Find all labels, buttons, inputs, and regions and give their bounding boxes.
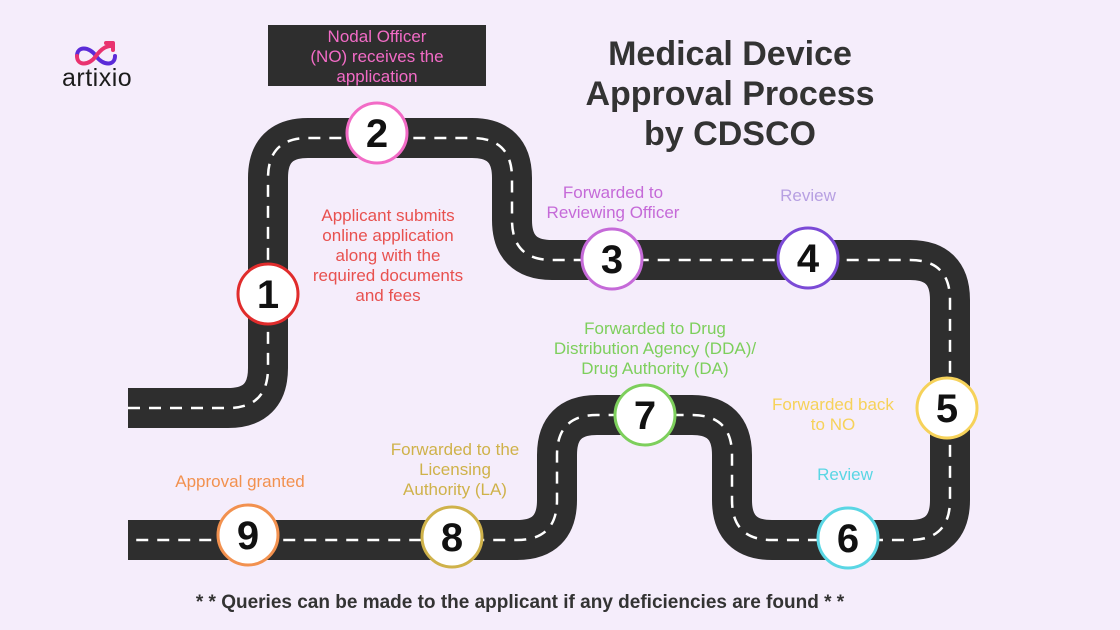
step-1-label-line-1: Applicant submits [321,206,455,225]
step-3-label: Forwarded to Reviewing Officer [528,183,698,223]
step-4-marker: 4 [776,226,840,290]
page-title: Medical Device Approval Process by CDSCO [560,34,900,154]
step-3-label-line-2: Reviewing Officer [546,203,680,222]
step-3-marker: 3 [580,227,644,291]
step-7-number: 7 [634,394,656,438]
step-7-circle [613,383,677,447]
step-1-label-line-5: and fees [355,286,421,305]
step-1-marker: 1 [236,262,300,326]
step-1-number: 1 [257,273,279,317]
step-2-label-line-2: (NO) receives the [310,47,444,66]
step-1-label-line-4: required documents [312,266,464,285]
step-5-marker: 5 [915,376,979,440]
step-4-label-line-1: Review [780,186,836,205]
step-6-label-line-1: Review [817,465,873,484]
step-4-circle [776,226,840,290]
step-8-label-line-2: Licensing [419,460,491,479]
step-2-label-line-3: application [336,67,418,86]
step-2-number: 2 [366,112,388,156]
step-1-label-line-3: along with the [335,246,441,265]
step-7-label: Forwarded to Drug Distribution Agency (D… [530,319,780,379]
step-5-label-line-1: Forwarded back [772,395,894,414]
step-1-label-line-2: online application [322,226,454,245]
step-4-label: Review [758,186,858,206]
logo-text: artixio [62,64,133,92]
step-9-label: Approval granted [160,472,320,492]
step-6-marker: 6 [816,506,880,570]
footnote: * * Queries can be made to the applicant… [195,592,845,613]
step-8-circle [420,505,484,569]
step-6-number: 6 [837,517,859,561]
step-1-label: Applicant submits online application alo… [298,206,478,306]
title-line-3: by CDSCO [644,115,816,153]
step-8-label: Forwarded to the Licensing Authority (LA… [370,440,540,500]
step-2-marker: 2 [345,101,409,165]
step-5-label-line-2: to NO [810,415,856,434]
step-5-circle [915,376,979,440]
step-1-circle [236,262,300,326]
step-7-label-line-3: Drug Authority (DA) [581,359,729,378]
step-2-circle [345,101,409,165]
step-8-marker: 8 [420,505,484,569]
step-8-number: 8 [441,516,463,560]
step-9-number: 9 [237,514,259,558]
step-4-number: 4 [797,237,820,281]
step-5-number: 5 [936,387,958,431]
step-5-label: Forwarded back to NO [758,395,908,435]
step-7-label-line-1: Forwarded to Drug [584,319,726,338]
title-line-1: Medical Device [608,35,852,73]
step-8-label-line-3: Authority (LA) [403,480,507,499]
step-9-marker: 9 [216,503,280,567]
step-9-label-line-1: Approval granted [175,472,305,491]
step-8-label-line-1: Forwarded to the [390,440,520,459]
step-7-marker: 7 [613,383,677,447]
step-2-label-line-1: Nodal Officer [327,27,427,46]
infinity-icon [75,41,117,66]
step-3-circle [580,227,644,291]
step-3-number: 3 [601,238,623,282]
step-7-label-line-2: Distribution Agency (DDA)/ [553,339,757,358]
step-6-label: Review [795,465,895,485]
step-3-label-line-1: Forwarded to [562,183,664,202]
step-2-label-box: Nodal Officer (NO) receives the applicat… [268,25,486,86]
step-9-circle [216,503,280,567]
step-6-circle [816,506,880,570]
title-line-2: Approval Process [585,75,875,113]
